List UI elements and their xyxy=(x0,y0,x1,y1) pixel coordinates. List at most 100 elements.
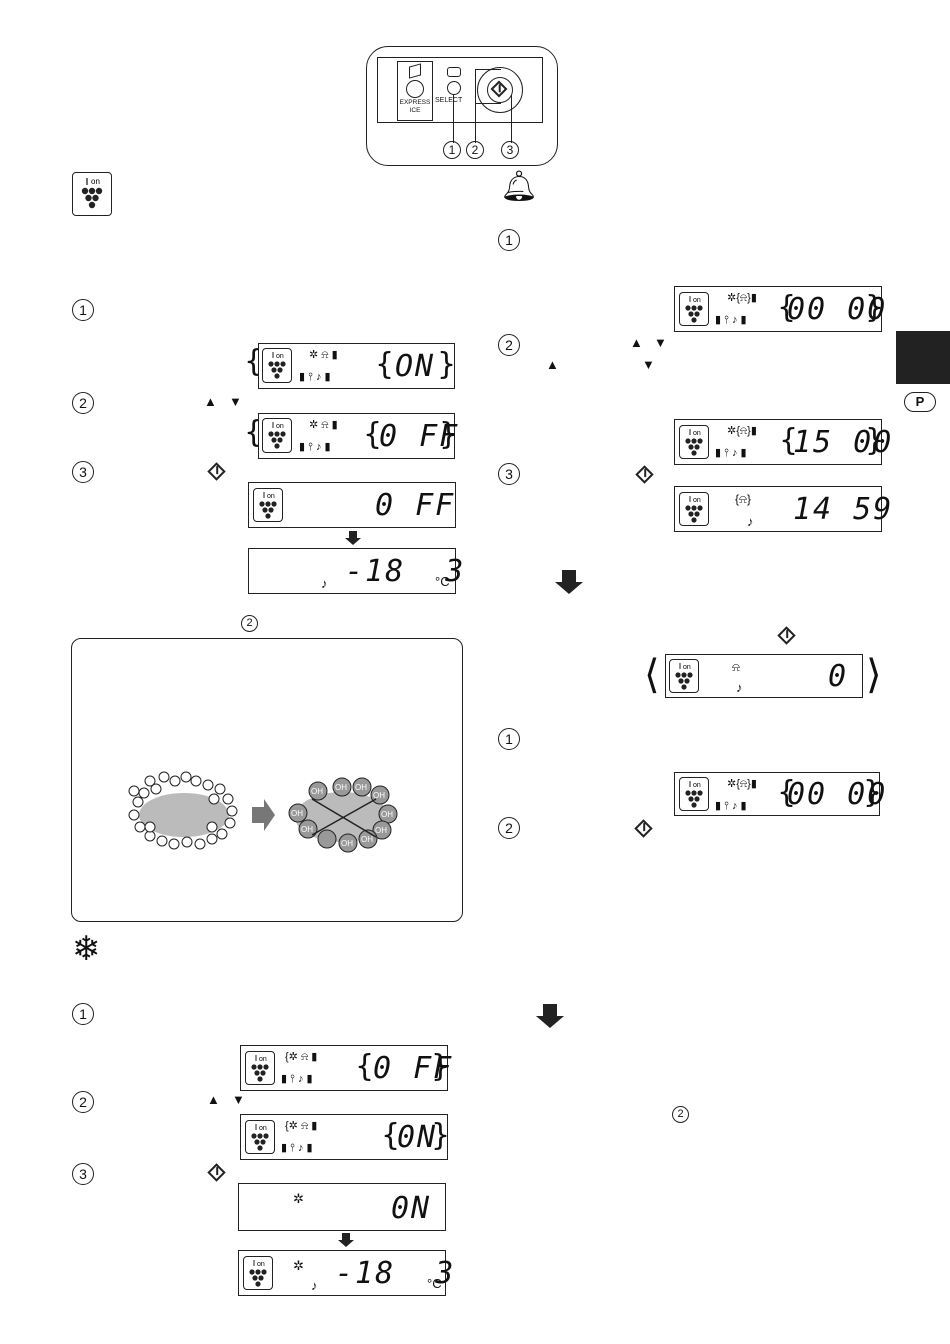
enter-icon xyxy=(207,1163,226,1182)
lcd-ion-on: on ✲ ⍾ ▮ ▮ ⫯ ♪ ▮ ON { } xyxy=(258,343,457,389)
blink-mark: } xyxy=(865,423,885,458)
status-icons: {✲ ⍾ ▮ xyxy=(285,1120,318,1132)
lcd-freeze-on-confirm: ✲ 0N xyxy=(238,1183,446,1231)
select-label: SELECT xyxy=(435,97,463,104)
plasmacluster-ion-icon: on xyxy=(679,492,709,526)
music-note-icon: ♪ xyxy=(321,576,328,591)
snowflake-icon: ❄ xyxy=(72,930,101,968)
plasmacluster-ion-icon: on xyxy=(679,425,709,459)
up-down-dial[interactable] xyxy=(477,67,523,113)
lcd-text: ON xyxy=(395,349,436,384)
down-arrow-icon xyxy=(536,1004,564,1028)
blink-mark: { xyxy=(779,423,799,458)
lcd-text: 15 00 xyxy=(793,425,894,460)
express-freeze-icon: ✲ xyxy=(293,1258,304,1273)
enter-icon xyxy=(777,626,796,645)
blink-mark: { xyxy=(375,347,395,382)
express-label: EXPRESS xyxy=(399,99,431,106)
step-2-ion: 2 xyxy=(72,392,94,414)
plasmacluster-ion-icon: on xyxy=(262,418,292,453)
callout-line xyxy=(475,103,501,104)
enter-icon xyxy=(635,465,654,484)
ion-label: OH xyxy=(375,826,387,835)
ion-label: OH xyxy=(291,809,303,818)
lcd-text: 0N xyxy=(391,1191,432,1226)
svg-text:on: on xyxy=(267,493,275,500)
status-icons: ▮ ⫯ ♪ ▮ xyxy=(281,1073,313,1085)
blink-mark: { xyxy=(777,290,797,325)
ion-info-box: OH OH OH OH OH OH OH OH OH OH xyxy=(71,638,463,922)
svg-text:on: on xyxy=(693,782,701,789)
status-icons: ▮ ⫯ ♪ ▮ xyxy=(715,447,747,459)
lcd-text: 00 00 xyxy=(787,777,888,812)
lcd-text: 00 00 xyxy=(787,292,888,327)
panel-inner-frame xyxy=(377,57,543,123)
step-1-alarm: 1 xyxy=(498,229,520,251)
step-2-reset: 2 xyxy=(498,817,520,839)
step-2-freeze: 2 xyxy=(72,1091,94,1113)
blink-mark-right: ⟩ xyxy=(866,652,882,698)
bell-icon: 🔔︎ xyxy=(500,170,539,203)
callout-line xyxy=(511,95,512,143)
lcd-text: -18 3 xyxy=(345,554,466,589)
blink-mark: } xyxy=(431,1049,451,1084)
ion-label: OH xyxy=(341,839,353,848)
svg-text:on: on xyxy=(683,664,691,671)
step-1-freeze: 1 xyxy=(72,1003,94,1025)
status-icons: ✲{⍾}▮ xyxy=(727,292,757,304)
select-button[interactable] xyxy=(447,81,461,95)
lcd-text: 0 xyxy=(828,659,849,694)
enter-button[interactable] xyxy=(487,77,513,103)
express-ice-button[interactable]: EXPRESS ICE xyxy=(397,61,433,121)
down-arrow-icon xyxy=(555,570,583,594)
down-arrow-icon: ▼ xyxy=(229,394,242,409)
blink-mark: } xyxy=(431,1118,451,1153)
plasmacluster-ion-icon: on xyxy=(243,1256,273,1290)
down-arrow-icon xyxy=(345,531,361,545)
lcd-alarm-1500: on ✲{⍾}▮ ▮ ⫯ ♪ ▮ 15 00 { } xyxy=(674,419,891,465)
lcd-ion-off: on ✲ ⍾ ▮ ▮ ⫯ ♪ ▮ 0 FF { } xyxy=(258,413,459,459)
callout-line xyxy=(475,69,501,70)
blink-mark: { xyxy=(355,1049,375,1084)
plasmacluster-ion-icon: on xyxy=(679,292,709,326)
blink-mark: } xyxy=(439,417,459,452)
lcd-alarm-reset: on ✲{⍾}▮ ▮ ⫯ ♪ ▮ 00 00 { } xyxy=(674,772,885,816)
svg-text:on: on xyxy=(693,297,701,304)
express-ice-circle xyxy=(406,80,424,98)
step-3-freeze: 3 xyxy=(72,1163,94,1185)
ion-label: OH xyxy=(361,835,373,844)
callout-2: 2 xyxy=(466,141,484,159)
lcd-freeze-temp: on ✲ ♪ -18 3 °C xyxy=(238,1250,453,1296)
lcd-freeze-on: on {✲ ⍾ ▮ ▮ ⫯ ♪ ▮ 0N { } xyxy=(240,1114,451,1160)
blink-mark: } xyxy=(437,347,457,382)
lcd-text: 0 FF xyxy=(375,488,456,523)
ion-label: OH xyxy=(355,783,367,792)
status-icons: ▮ ⫯ ♪ ▮ xyxy=(281,1142,313,1154)
celsius-unit: °C xyxy=(435,574,450,589)
step-3-alarm: 3 xyxy=(498,463,520,485)
status-icons: ✲ ⍾ ▮ xyxy=(309,419,338,431)
status-icons: ▮ ⫯ ♪ ▮ xyxy=(299,441,331,453)
plasmacluster-ion-icon: on xyxy=(245,1051,275,1085)
svg-text:on: on xyxy=(91,177,100,186)
enter-icon xyxy=(207,462,226,481)
enter-icon xyxy=(490,80,508,98)
status-icons: ▮ ⫯ ♪ ▮ xyxy=(299,371,331,383)
step-1-reset: 1 xyxy=(498,728,520,750)
callout-line xyxy=(453,95,454,143)
lcd-temperature: ♪ -18 3 °C xyxy=(248,548,463,594)
express-freeze-icon: ✲ xyxy=(293,1191,304,1206)
callout-3: 3 xyxy=(501,141,519,159)
step-ref-2: 2 xyxy=(672,1106,689,1123)
down-arrow-icon xyxy=(338,1233,354,1247)
alarm-bell-icon: {⍾} xyxy=(735,492,751,506)
lcd-alarm-0: on ⍾ ♪ 0 xyxy=(665,654,863,698)
callout-1: 1 xyxy=(443,141,461,159)
alarm-bell-icon: ⍾ xyxy=(732,660,740,674)
step-3-ion: 3 xyxy=(72,461,94,483)
svg-text:on: on xyxy=(259,1056,267,1063)
blink-mark: { xyxy=(381,1118,401,1153)
svg-text:on: on xyxy=(276,353,284,360)
svg-text:on: on xyxy=(693,497,701,504)
language-badge: P xyxy=(904,392,936,412)
